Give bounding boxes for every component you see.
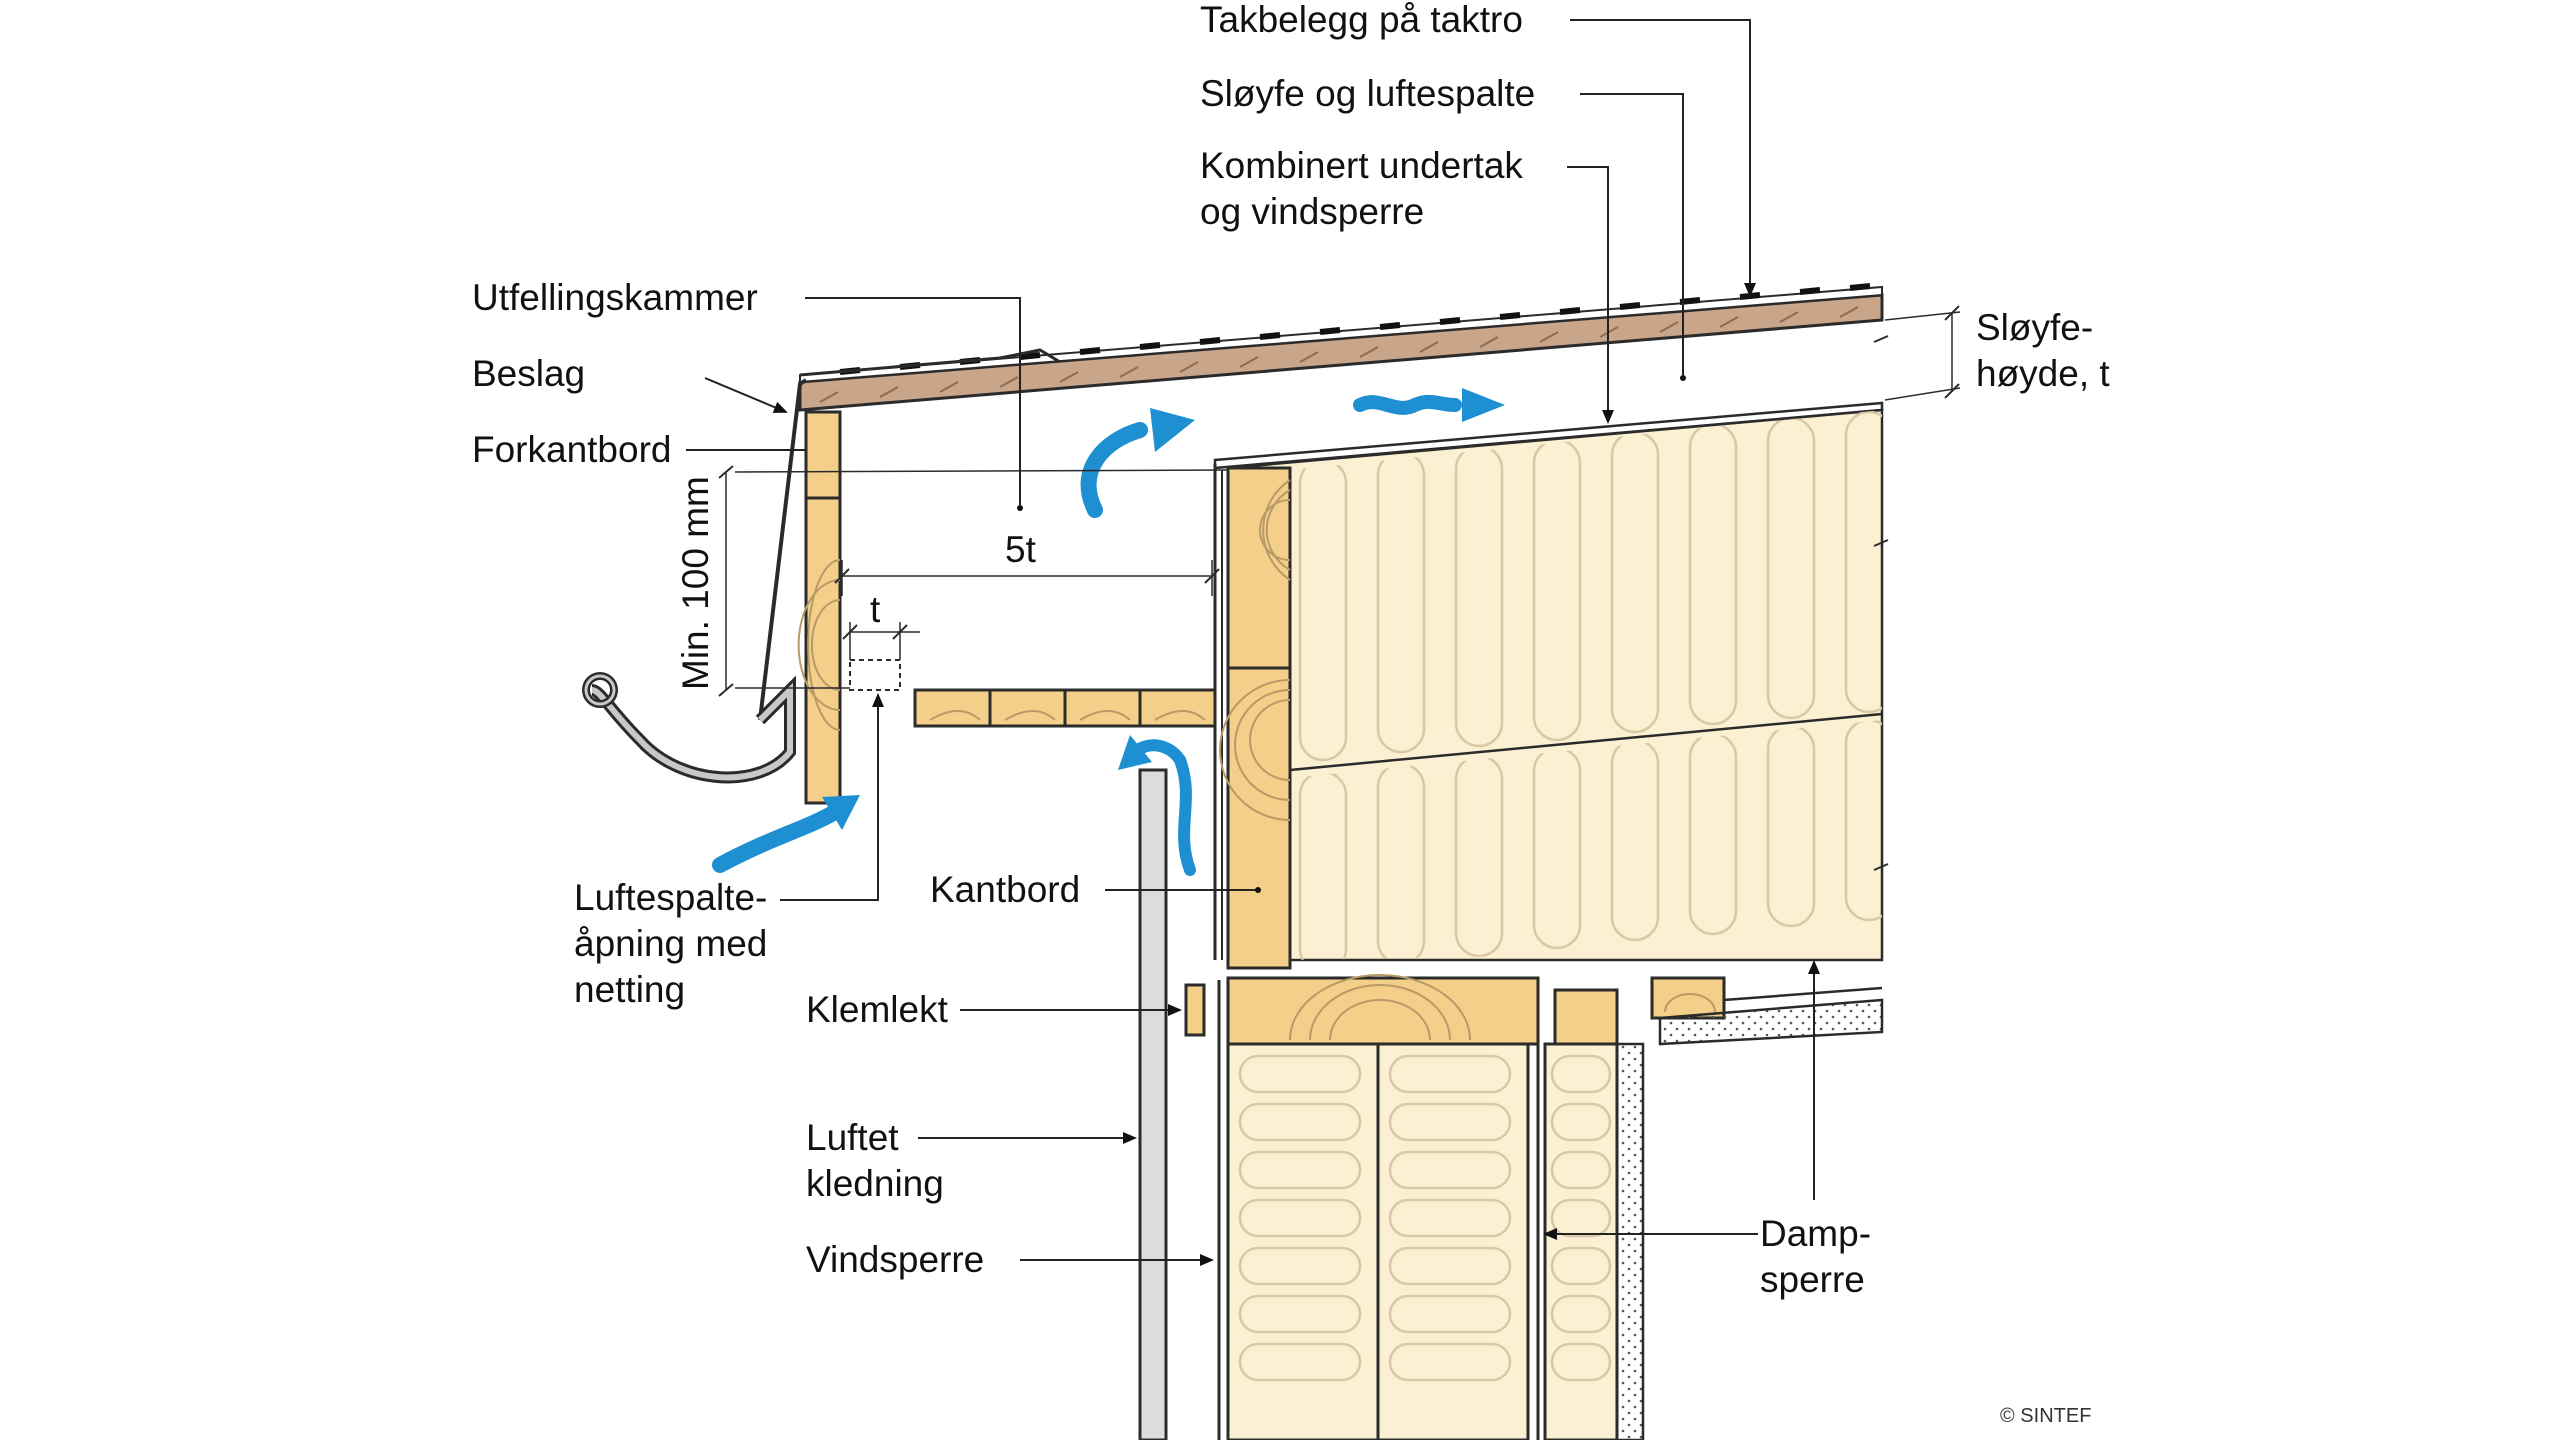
wall-insulation <box>1226 1042 1619 1440</box>
ceiling-lining <box>1658 986 1884 1046</box>
flashing <box>758 378 808 721</box>
roof-sheathing <box>798 293 1884 412</box>
air-flow-arrows <box>712 388 1505 876</box>
label-kombinert-1: Kombinert undertak <box>1200 145 1523 186</box>
wall-interior-board <box>1615 1042 1645 1440</box>
vent-netting <box>849 659 901 691</box>
label-takbelegg: Takbelegg på taktro <box>1200 0 1523 40</box>
top-plate <box>1226 974 1726 1046</box>
copyright-notice: © SINTEF <box>2000 1405 2091 1427</box>
label-luftet-2: kledning <box>806 1163 944 1204</box>
label-luftet-1: Luftet <box>806 1117 899 1158</box>
diagram-labels: Takbelegg på taktro Sløyfe og luftespalt… <box>472 0 2110 1427</box>
label-damp-2: sperre <box>1760 1259 1865 1300</box>
label-luftespalte-2: åpning med <box>574 923 767 964</box>
gutter <box>582 672 796 784</box>
label-kantbord: Kantbord <box>930 869 1080 910</box>
label-luftespalte-3: netting <box>574 969 685 1010</box>
label-sloyfehoyde-2: høyde, t <box>1976 353 2110 394</box>
label-damp-1: Damp- <box>1760 1213 1871 1254</box>
leader-lines <box>686 19 1820 1266</box>
label-luftespalte-1: Luftespalte- <box>574 877 767 918</box>
dimension-t <box>842 622 920 660</box>
label-forkantbord: Forkantbord <box>472 429 672 470</box>
label-sloyfehoyde-1: Sløyfe- <box>1976 307 2093 348</box>
label-sloyfe-luftespalte: Sløyfe og luftespalte <box>1200 73 1535 114</box>
label-kombinert-2: og vindsperre <box>1200 191 1424 232</box>
soffit-boards <box>913 688 1217 728</box>
dimension-5t <box>834 560 1220 596</box>
edge-board-stack <box>1219 466 1292 970</box>
dimension-sloyfehoyde <box>1884 305 1961 401</box>
label-klemlekt: Klemlekt <box>806 989 949 1030</box>
label-dim-t: t <box>870 589 881 630</box>
label-vindsperre: Vindsperre <box>806 1239 984 1280</box>
fascia-board <box>797 410 842 805</box>
label-min-100: Min. 100 mm <box>675 476 716 690</box>
label-utfellingskammer: Utfellingskammer <box>472 277 758 318</box>
dimension-min-100 <box>718 465 1229 697</box>
ventilated-cladding <box>1138 768 1168 1440</box>
label-dim-5t: 5t <box>1005 529 1037 570</box>
clamp-batten <box>1184 983 1206 1037</box>
wind-barrier-wall <box>1217 980 1540 1440</box>
label-beslag: Beslag <box>472 353 585 394</box>
